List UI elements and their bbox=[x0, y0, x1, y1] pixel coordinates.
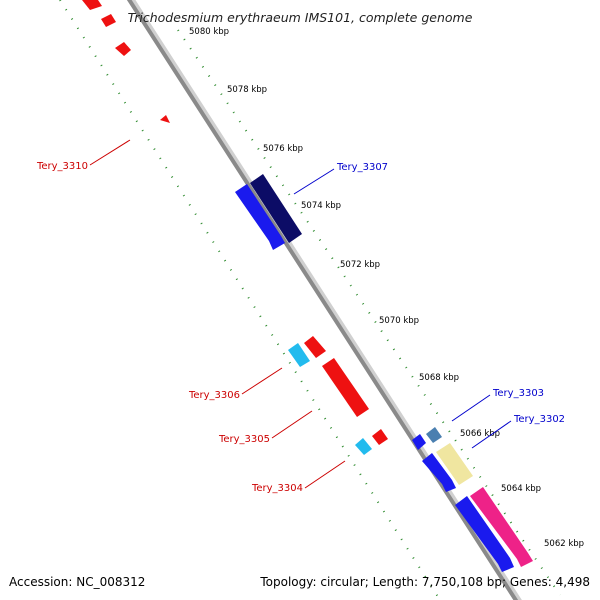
ruler-label-5064: 5064 kbp bbox=[501, 484, 541, 494]
ruler-label-5066: 5066 kbp bbox=[460, 429, 500, 439]
gene-feature-red-1[interactable] bbox=[82, 0, 102, 10]
gene-feature-red-3310[interactable] bbox=[160, 115, 170, 123]
ruler-label-5062: 5062 kbp bbox=[544, 539, 584, 549]
gene-feature-blue-3307[interactable] bbox=[235, 184, 285, 250]
gene-feature-pink[interactable] bbox=[470, 487, 533, 567]
gene-feature-blue-3303[interactable] bbox=[422, 453, 456, 492]
gene-feature-red-2[interactable] bbox=[101, 14, 116, 27]
accession-text: Accession: NC_008312 bbox=[9, 575, 145, 589]
leader-3307 bbox=[293, 168, 335, 195]
gene-label-3304[interactable]: Tery_3304 bbox=[251, 483, 303, 494]
gene-label-3302[interactable]: Tery_3302 bbox=[513, 414, 565, 425]
ruler-labels: 5080 kbp 5078 kbp 5076 kbp 5074 kbp 5072… bbox=[189, 27, 584, 549]
ruler-label-5072: 5072 kbp bbox=[340, 260, 380, 270]
gene-feature-red-3[interactable] bbox=[115, 42, 131, 56]
topology-text: Topology: circular; Length: 7,750,108 bp… bbox=[259, 575, 590, 589]
leader-3303 bbox=[451, 394, 491, 422]
gene-feature-red-3305[interactable] bbox=[322, 358, 369, 417]
gene-label-3310[interactable]: Tery_3310 bbox=[36, 161, 88, 172]
gene-feature-steel-3303[interactable] bbox=[426, 427, 442, 443]
leader-3304 bbox=[304, 460, 346, 489]
genome-backbone bbox=[126, 0, 519, 600]
page-title: Trichodesmium erythraeum IMS101, complet… bbox=[128, 10, 473, 25]
gene-feature-red-3306[interactable] bbox=[304, 336, 326, 358]
gene-label-3307[interactable]: Tery_3307 bbox=[336, 162, 388, 173]
gene-label-3305[interactable]: Tery_3305 bbox=[218, 434, 270, 445]
forward-strand-genes bbox=[235, 174, 533, 572]
ruler-label-5068: 5068 kbp bbox=[419, 373, 459, 383]
gene-label-3303[interactable]: Tery_3303 bbox=[492, 388, 544, 399]
gene-feature-navy-3307[interactable] bbox=[250, 174, 302, 243]
gene-feature-cyan-3306[interactable] bbox=[288, 343, 310, 367]
gene-feature-blue-large[interactable] bbox=[455, 496, 514, 572]
ruler-label-5074: 5074 kbp bbox=[301, 201, 341, 211]
outer-dotted-track bbox=[177, 29, 561, 596]
leader-3305 bbox=[271, 410, 313, 439]
gene-feature-blue-small[interactable] bbox=[412, 434, 426, 450]
leader-3302 bbox=[471, 420, 512, 449]
ruler-label-5076: 5076 kbp bbox=[263, 144, 303, 154]
gene-labels: Tery_3310 Tery_3307 Tery_3306 Tery_3305 … bbox=[36, 161, 565, 494]
gene-feature-khaki-3302[interactable] bbox=[436, 443, 473, 485]
ruler-label-5080: 5080 kbp bbox=[189, 27, 229, 37]
reverse-strand-genes bbox=[82, 0, 388, 455]
gene-feature-red-3304[interactable] bbox=[372, 429, 388, 445]
ruler-label-5070: 5070 kbp bbox=[379, 316, 419, 326]
gene-feature-cyan-3304[interactable] bbox=[355, 438, 372, 455]
gene-label-3306[interactable]: Tery_3306 bbox=[188, 390, 240, 401]
leader-3310 bbox=[89, 139, 131, 166]
leader-3306 bbox=[241, 367, 283, 395]
label-leaders bbox=[89, 139, 512, 489]
ruler-label-5078: 5078 kbp bbox=[227, 85, 267, 95]
